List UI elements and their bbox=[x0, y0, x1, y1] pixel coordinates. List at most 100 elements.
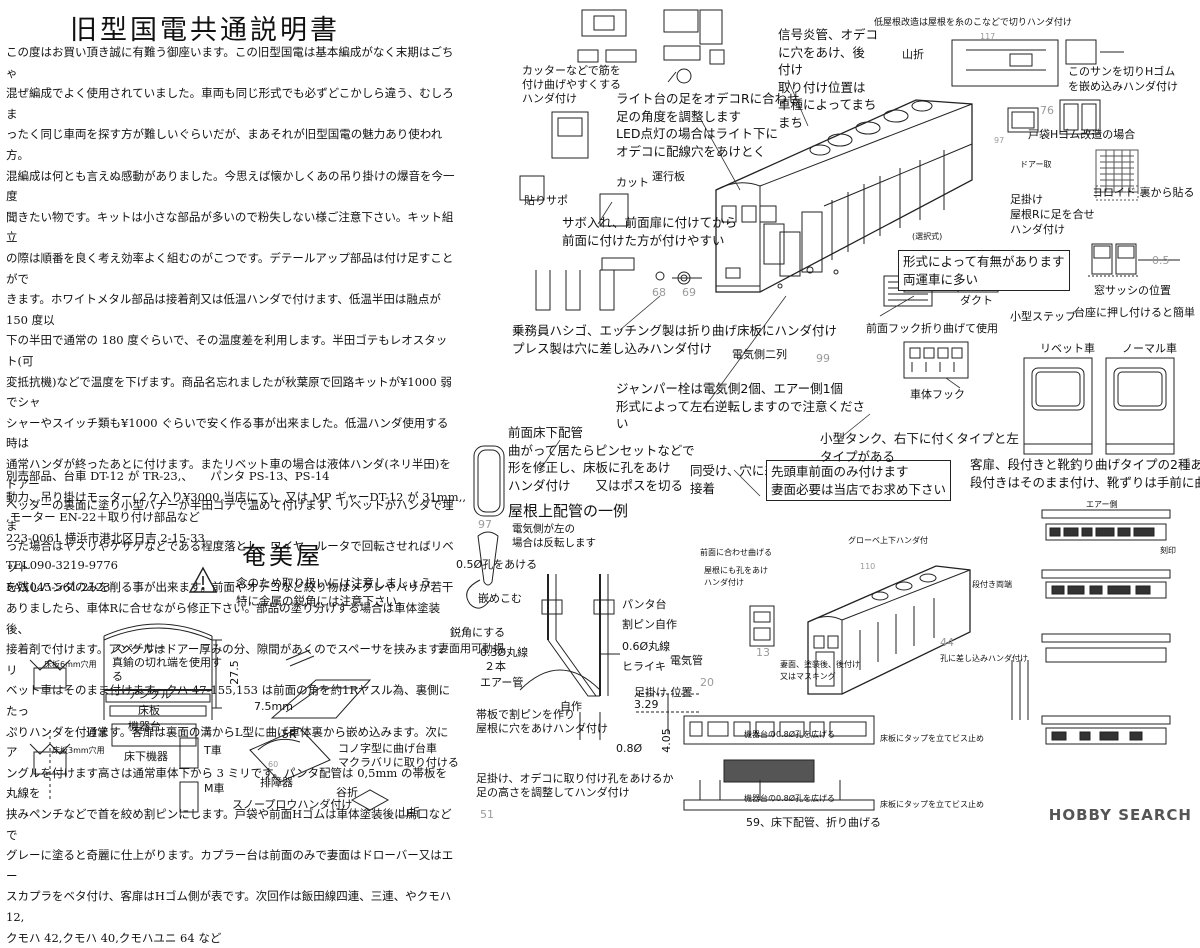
shop-name: 奄美屋 bbox=[242, 542, 323, 570]
cutter-line: 付け曲げやすくする bbox=[522, 78, 621, 91]
front-only-line: 先頭車前面のみ付けます bbox=[771, 464, 909, 479]
part-110: 110 bbox=[860, 562, 876, 571]
body-line: きます。ホワイトメタル部品は接着剤又は低温ハンダで付けます、低温半田は融点が 1… bbox=[6, 292, 441, 327]
door-type-line: 客扉、段付きと靴釣り曲げタイプの2種あり bbox=[970, 457, 1200, 472]
pilot-label: 排障器 bbox=[260, 776, 293, 789]
stepped-ends-label: 段付き両端 bbox=[972, 580, 1012, 589]
strap-line: 屋根に穴をあけハンダ付け bbox=[476, 722, 608, 735]
base-hole-label-1: 機器台の0.8Ø孔を広げる bbox=[744, 730, 836, 739]
small-tank-note: 小型タンク、右下に付くタイプと左 タイプがある bbox=[820, 430, 1019, 465]
front-hook-note: 前面フック折り曲げて使用 bbox=[866, 322, 998, 335]
part-69: 69 bbox=[682, 286, 696, 299]
body-line: この度はお買い頂き誠に有難う御座います。この旧型国電は基本編成がなく末期はごちゃ bbox=[6, 45, 454, 80]
dim-3-29: 3.29 bbox=[634, 698, 659, 711]
solder-label: ハンダ付け bbox=[704, 578, 744, 587]
floor-6mm-label: 床板6mm穴用 bbox=[44, 660, 97, 669]
floor-label: 床板 bbox=[138, 704, 160, 717]
model-variance-line: 形式によって有無があります bbox=[903, 254, 1065, 269]
body-line: ヘッダーの裏面に塗り小型バナーか半田ゴテで温めて付けます、リベットがハンダで埋ま bbox=[6, 498, 454, 533]
equipment-base-label: 機器台 bbox=[128, 720, 161, 733]
spacer-label: スペーサー bbox=[112, 642, 166, 655]
h-rubber-line: を嵌め込みハンダ付け bbox=[1068, 80, 1178, 93]
part-20: 20 bbox=[700, 676, 714, 689]
sharp-angle-label: 鋭角にする bbox=[450, 626, 506, 639]
body-line: ぷりハンダを付けます。客扉は裏面の溝からL型に曲げ車体裏から嵌め込みます。次にア bbox=[6, 724, 449, 760]
signal-line: に穴をあけ、後 bbox=[778, 44, 865, 60]
body-line: 下の半田で通常の 180 度ぐらいで、その温度差を利用します。半田ゴテもレオスタ… bbox=[6, 333, 448, 368]
louver-drawing bbox=[1095, 149, 1139, 201]
sabo-note: サボ入れ、前面扉に付けてから 前面に付けた方が付けやすい bbox=[562, 214, 737, 249]
body-line: 通常ハンダが終ったあとに付けます。またリベット車の場合は液体ハンダ(ネリ半田)を… bbox=[6, 456, 451, 492]
destination-board-label: 運行板 bbox=[652, 170, 685, 183]
electric-side-line: 場合は反転します bbox=[512, 537, 596, 549]
h-rubber-note: このサンを切りHゴム を嵌め込みハンダ付け bbox=[1068, 64, 1178, 94]
warning-icon bbox=[188, 566, 218, 593]
underfloor-label: 床下機器 bbox=[124, 750, 168, 763]
spacer-text-1: スペーサー bbox=[112, 642, 167, 655]
document-title: 旧型国電共通説明書 bbox=[70, 15, 340, 46]
body-line: 接着剤で付けます。アングルはドアー厚みの分、隙間があくのでスペーサを挟みます、リ bbox=[6, 642, 451, 677]
info-line: 動力、吊り掛けモーター(２ケ入り¥3000 当店にて)、又は MP ギャーDT-… bbox=[6, 489, 467, 504]
bogie-fold-note-1: コノ字型に曲げ台車 bbox=[338, 742, 437, 755]
dim-7-5mm: 7.5mm bbox=[254, 700, 293, 713]
jumper-line: い bbox=[616, 416, 629, 431]
normal-label: 通常 bbox=[86, 726, 108, 739]
body-line: ングルを付けます高さは通常車体下から 3 ミリです。パンタ配管は 0,5mm の… bbox=[6, 765, 447, 801]
electric-side-line: 電気側が左の bbox=[512, 523, 575, 535]
signal-line: 信号炎管、オデコ bbox=[778, 27, 879, 42]
step-position-label: 足掛け 位置 bbox=[634, 686, 693, 699]
cutter-line: カッターなどで筋を bbox=[522, 64, 621, 77]
address-line: 223-0061 横浜市港北区日吉 2-15-33 bbox=[6, 530, 205, 545]
phone-number: TEL090-3219-9776 bbox=[6, 558, 118, 572]
t-car-label: T車 bbox=[204, 744, 222, 757]
headlight-note: ライト台の足をオデコRに合わせ 足の角度を調整します LED点灯の場合はライト下… bbox=[616, 90, 800, 160]
step-line: 足の高さを調整してハンダ付け bbox=[476, 786, 630, 799]
duct-label: ダクト bbox=[960, 294, 993, 307]
tap-label-1: 床板にタップを立てビス止め bbox=[880, 734, 984, 743]
leader-lines bbox=[539, 79, 961, 497]
fit-in-label: 嵌めこむ bbox=[478, 592, 522, 605]
grove-label: グローベ上下ハンダ付 bbox=[848, 536, 928, 545]
electric-pipe-label: 電気管 bbox=[670, 654, 703, 667]
split-pin-label: 割ピン自作 bbox=[622, 618, 677, 631]
cutter-line: ハンダ付け bbox=[522, 92, 577, 105]
strap-line: 帯板で割ピンを作り bbox=[476, 708, 575, 721]
electric-side-label: 電気側二列 bbox=[732, 348, 787, 361]
body-line: シャーやスイッチ類も¥1000 ぐらいで安く作る事が出来ました。低温ハンダ使用す… bbox=[6, 415, 449, 451]
dim-5r: 5R bbox=[282, 728, 297, 741]
body-line: ったく同じ車両を探す方が難しいぐらいだが、まあそれが旧型国電の魅力あり使われ方。 bbox=[6, 127, 443, 162]
engraved-label: 刻印 bbox=[1160, 546, 1176, 555]
rivet-car-label: リベット車 bbox=[1040, 342, 1095, 355]
front-pipe-line: 形を修正し、床板に孔をあけ bbox=[508, 460, 671, 475]
spacer-note: 真鍮の切れ端を使用す bbox=[112, 656, 222, 669]
valley-fold-label: 谷折 bbox=[336, 786, 358, 799]
body-line: ありましたら、車体Rに合せながら修正下さい。部品の塗り分けする場合は車体塗装後、 bbox=[6, 601, 441, 636]
snowplow-label: スノープロウハンダ付け bbox=[232, 798, 353, 811]
louver-note: ヨロイド 裏から貼る bbox=[1092, 186, 1195, 199]
body-line: の際は順番を良く考え効率よく組むのがこつです。デテールアップ部品は付け足すことが… bbox=[6, 250, 454, 286]
mae-ai-label: 前面に合わせ曲げる bbox=[700, 548, 772, 557]
jumper-line: ジャンパー栓は電気側2個、エアー側1個 bbox=[616, 381, 844, 396]
underfloor-pipe-fold-label: 59、床下配管、折り曲げる bbox=[746, 816, 881, 829]
spacer-note-end: る bbox=[112, 670, 123, 683]
caution-line: 特に金属の鋭角には注意下さい。 bbox=[236, 594, 409, 608]
hook-drawing bbox=[903, 341, 969, 379]
end-paint-label: 妻面、塗装後、後付け bbox=[780, 660, 860, 669]
signal-line: 付け bbox=[778, 62, 804, 77]
mountain-fold-label-2: 山折 bbox=[902, 48, 924, 61]
dim-0-8: 0.8Ø bbox=[616, 742, 643, 755]
part-99: 99 bbox=[816, 352, 830, 365]
wire-0-3-label: 0.3Ø丸線 bbox=[480, 646, 529, 659]
front-underfloor-pipe-note: 前面床下配管 曲がって居たらピンセットなどで 形を修正し、床板に孔をあけ ハンダ… bbox=[508, 424, 695, 494]
step-roof-note: 足掛け 屋根Rに足を合せ ハンダ付け bbox=[1010, 192, 1095, 237]
dim-27-5: 27.5 bbox=[227, 660, 241, 685]
hole-0-5-label: 0.5Ø孔をあける bbox=[456, 558, 538, 571]
signal-line: 取り付け位置は bbox=[778, 79, 866, 95]
door-pocket-note: 戸袋Hゴム改造の場合 bbox=[1028, 128, 1136, 141]
sabo-line: 前面に付けた方が付けやすい bbox=[562, 232, 725, 248]
tap-label-2: 床板にタップを立てビス止め bbox=[880, 800, 984, 809]
body-line: った場合はヤスリやケサゲなどである程度落とし、ワイヤールータで回転させればリベッ… bbox=[6, 539, 454, 574]
part-51: 51 bbox=[480, 808, 494, 821]
tank-line: 小型タンク、右下に付くタイプと左 bbox=[820, 431, 1019, 446]
press-tip-label: 台座に押し付けると簡単 bbox=[1074, 306, 1195, 319]
